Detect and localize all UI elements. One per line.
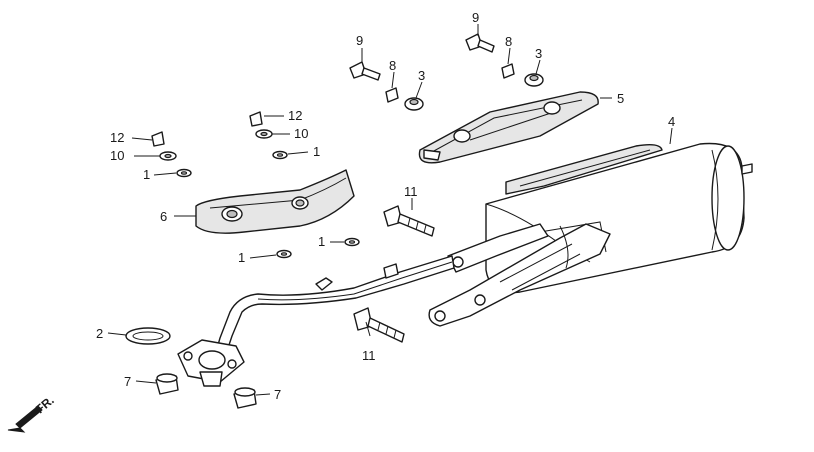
callout-11-lower: 11 xyxy=(362,348,376,363)
callout-8-right: 8 xyxy=(505,34,512,49)
callout-3-right: 3 xyxy=(535,46,542,61)
callout-9-left: 9 xyxy=(356,33,363,48)
bolt-upper xyxy=(383,205,435,237)
grommet-3-right xyxy=(524,73,544,87)
callout-6: 6 xyxy=(160,209,167,224)
callout-1c: 1 xyxy=(318,234,325,249)
pipe-heat-shield xyxy=(195,169,355,234)
washer-1b xyxy=(176,168,192,178)
washer-10-left xyxy=(159,151,177,161)
callout-12-right: 12 xyxy=(288,108,302,123)
front-direction-indicator: FR. xyxy=(7,393,57,433)
callout-1b: 1 xyxy=(143,167,150,182)
collar-8-right xyxy=(501,63,515,79)
washer-1d xyxy=(276,249,292,259)
washer-1a xyxy=(272,150,288,160)
callout-9-right: 9 xyxy=(472,10,479,25)
callout-2: 2 xyxy=(96,326,103,341)
washer-10-right xyxy=(255,129,273,139)
bolt-9-left xyxy=(349,61,381,81)
flange-nut-right xyxy=(233,387,257,409)
screw-12-right xyxy=(249,111,263,127)
collar-8-left xyxy=(385,87,399,103)
screw-12-left xyxy=(151,131,165,147)
callout-4: 4 xyxy=(668,114,675,129)
callout-12-left: 12 xyxy=(110,130,124,145)
muffler-assembly xyxy=(428,142,753,327)
callout-11-upper: 11 xyxy=(404,184,418,199)
callout-10-right: 10 xyxy=(294,126,308,141)
callout-labels: 9 9 8 8 3 3 5 4 12 10 1 12 10 1 6 11 1 1… xyxy=(96,10,675,402)
bolt-lower xyxy=(353,307,405,343)
callout-3-left: 3 xyxy=(418,68,425,83)
exhaust-pipe xyxy=(177,255,455,387)
washer-1c xyxy=(344,237,360,247)
callout-8-left: 8 xyxy=(389,58,396,73)
callout-7-left: 7 xyxy=(124,374,131,389)
callout-1d: 1 xyxy=(238,250,245,265)
grommet-3-left xyxy=(404,97,424,111)
front-arrow-icon xyxy=(7,405,43,433)
flange-nut-left xyxy=(155,373,179,395)
muffler-protector xyxy=(418,91,599,164)
callout-10-left: 10 xyxy=(110,148,124,163)
callout-1a: 1 xyxy=(313,144,320,159)
callout-5: 5 xyxy=(617,91,624,106)
leader-lines xyxy=(107,24,673,396)
callout-7-right: 7 xyxy=(274,387,281,402)
gasket xyxy=(125,327,171,345)
bolt-9-right xyxy=(465,33,495,53)
